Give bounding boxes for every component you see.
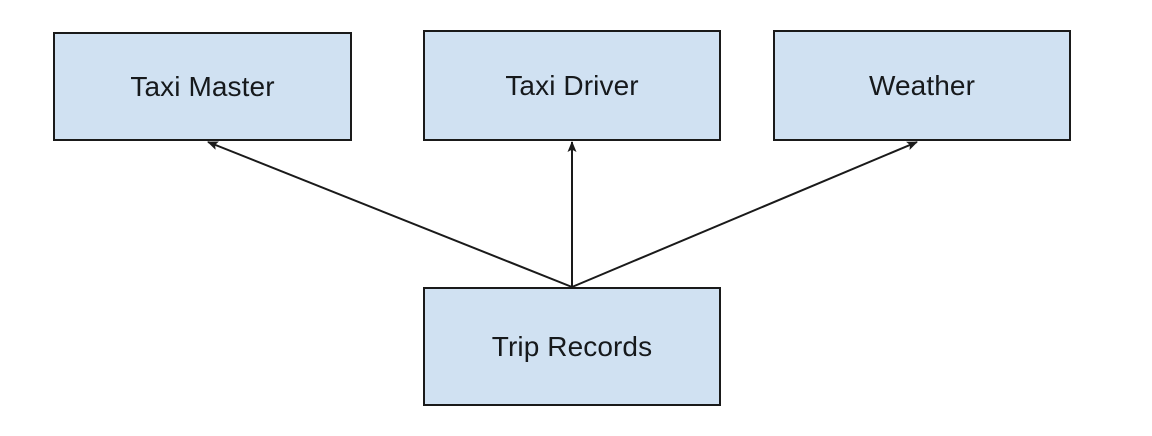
node-trip-records[interactable]: Trip Records — [423, 287, 721, 406]
node-taxi-driver[interactable]: Taxi Driver — [423, 30, 721, 141]
node-taxi-master-label: Taxi Master — [130, 70, 275, 102]
edge-trip-records-to-weather — [571, 141, 918, 288]
node-taxi-driver-label: Taxi Driver — [505, 69, 639, 101]
node-weather[interactable]: Weather — [773, 30, 1071, 141]
node-trip-records-label: Trip Records — [491, 330, 653, 362]
edge-trip-records-to-taxi-master — [207, 141, 573, 288]
node-weather-label: Weather — [868, 69, 975, 101]
node-taxi-master[interactable]: Taxi Master — [53, 32, 352, 141]
